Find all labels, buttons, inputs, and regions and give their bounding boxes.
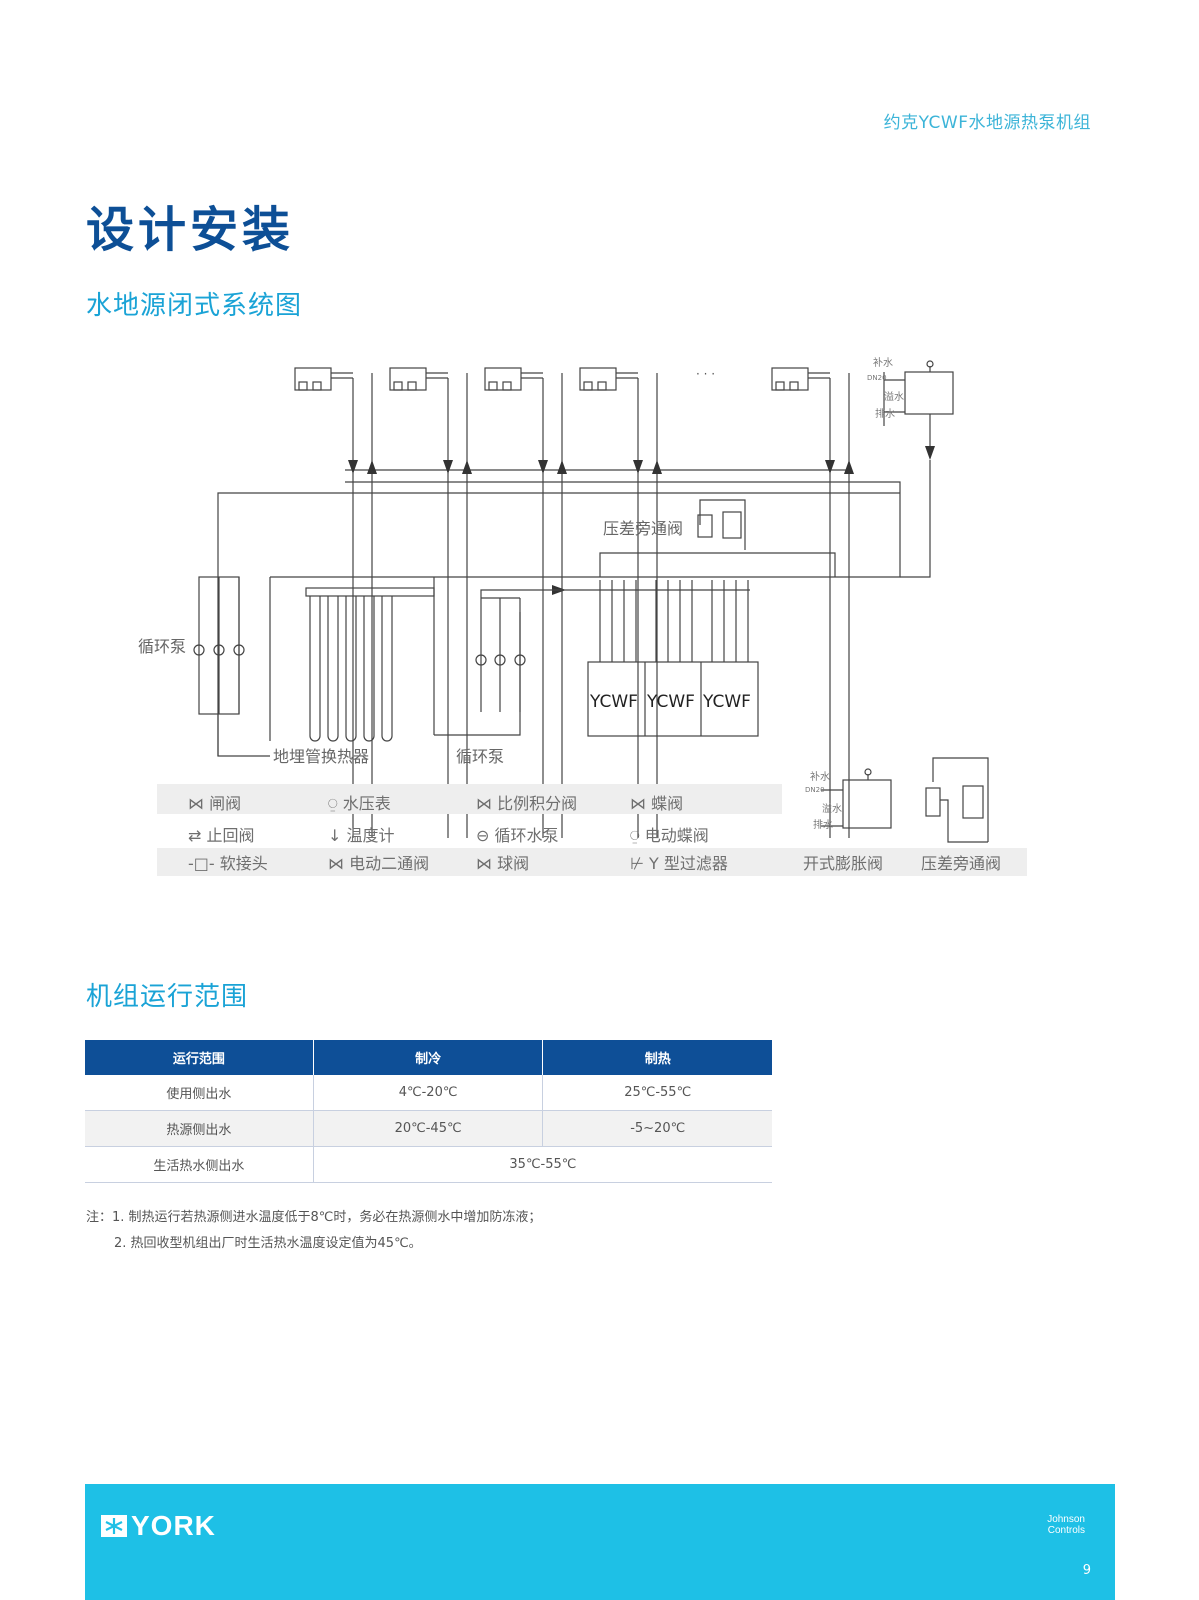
legend-pressure-gauge: ⍜ 水压表 bbox=[328, 794, 391, 813]
page-number: 9 bbox=[1082, 1563, 1091, 1578]
y-strainer-icon: ⊬ bbox=[630, 854, 650, 873]
legend-proportional-valve: ⋈ 比例积分阀 bbox=[476, 794, 578, 813]
ground-heat-exchanger bbox=[305, 577, 521, 742]
table-header-cell: 制热 bbox=[542, 1040, 772, 1075]
table-header-row: 运行范围 制冷 制热 bbox=[85, 1040, 772, 1075]
table-header-cell: 运行范围 bbox=[85, 1040, 314, 1075]
table-cell: 4℃-20℃ bbox=[313, 1075, 544, 1111]
bypass-valve-label: 压差旁通阀 bbox=[603, 519, 683, 538]
table-row: 热源侧出水 20℃-45℃ -5~20℃ bbox=[85, 1110, 772, 1147]
johnson-controls-logo: Johnson Controls bbox=[1047, 1514, 1085, 1536]
document-title: 约克YCWF水地源热泵机组 bbox=[883, 113, 1091, 133]
circulating-pump-icon: ⊖ bbox=[476, 826, 495, 845]
legend-makeup-label: 补水 bbox=[810, 770, 830, 783]
section-title-operating-range: 机组运行范围 bbox=[86, 982, 249, 1012]
legend-bypass-valve-icon bbox=[925, 757, 989, 843]
table-cell: 生活热水侧出水 bbox=[85, 1146, 314, 1183]
differential-bypass-valve bbox=[599, 499, 836, 577]
tank-dn20-label: DN20 bbox=[867, 374, 887, 382]
terminal-units bbox=[294, 367, 850, 838]
tank-overflow-label: 溢水 bbox=[884, 390, 904, 403]
notes: 注：1. 制热运行若热源侧进水温度低于8℃时，务必在热源侧水中增加防冻液； 2.… bbox=[86, 1205, 541, 1257]
legend-butterfly-valve: ⋈ 蝶阀 bbox=[630, 794, 684, 813]
gate-valve-icon: ⋈ bbox=[188, 794, 210, 813]
legend-row-1-bg bbox=[157, 784, 782, 814]
table-cell: 35℃-55℃ bbox=[313, 1146, 772, 1183]
ground-hx-label: 地埋管换热器 bbox=[273, 747, 369, 766]
note-1: 注：1. 制热运行若热源侧进水温度低于8℃时，务必在热源侧水中增加防冻液； bbox=[86, 1210, 542, 1225]
table-cell: 热源侧出水 bbox=[85, 1110, 314, 1147]
left-pump-bank bbox=[193, 576, 270, 757]
more-units-ellipsis: · · · bbox=[696, 367, 715, 381]
middle-circ-pump-label: 循环泵 bbox=[456, 747, 504, 766]
note-2: 2. 热回收型机组出厂时生活热水温度设定值为45℃。 bbox=[114, 1236, 422, 1251]
butterfly-valve-icon: ⋈ bbox=[630, 794, 652, 813]
expansion-tank bbox=[883, 360, 954, 446]
proportional-integral-valve-icon: ⋈ bbox=[476, 794, 498, 813]
ycwf-unit-3-label: YCWF bbox=[702, 692, 751, 712]
main-pipes bbox=[217, 460, 931, 756]
table-row: 生活热水侧出水 35℃-55℃ bbox=[85, 1146, 772, 1183]
legend-electric-butterfly-valve: ⍜ 电动蝶阀 bbox=[630, 826, 709, 845]
electric-two-way-valve-icon: ⋈ bbox=[328, 854, 350, 873]
legend-drain-label: 排水 bbox=[813, 818, 833, 831]
legend: ⋈ 闸阀 ⍜ 水压表 ⋈ 比例积分阀 ⋈ 蝶阀 ⇄ 止回阀 ↓ 温度计 ⊖ 循环… bbox=[158, 784, 1030, 876]
section-title-system-diagram: 水地源闭式系统图 bbox=[86, 291, 303, 321]
page-title: 设计安装 bbox=[86, 202, 295, 258]
legend-dn20-label: DN20 bbox=[805, 786, 825, 794]
legend-open-expansion-label: 开式膨胀阀 bbox=[803, 854, 884, 873]
york-snowflake-icon bbox=[101, 1515, 127, 1537]
left-circ-pump-label: 循环泵 bbox=[138, 637, 186, 656]
tank-drain-label: 排水 bbox=[875, 407, 895, 420]
flexible-joint-icon: -□- bbox=[188, 854, 220, 873]
check-valve-icon: ⇄ bbox=[188, 826, 207, 845]
ball-valve-icon: ⋈ bbox=[476, 854, 498, 873]
legend-y-strainer: ⊬ Y 型过滤器 bbox=[630, 854, 728, 873]
table-cell: 20℃-45℃ bbox=[313, 1110, 544, 1147]
legend-expansion-tank-icon bbox=[821, 768, 892, 829]
closed-loop-system-diagram: · · · 补水 DN20 溢水 排水 压差旁通阀 循环泵 bbox=[138, 356, 1027, 876]
table-header-cell: 制冷 bbox=[313, 1040, 544, 1075]
electric-butterfly-valve-icon: ⍜ bbox=[630, 826, 645, 845]
legend-circulating-pump: ⊖ 循环水泵 bbox=[476, 826, 559, 845]
middle-pump-bank bbox=[475, 589, 750, 712]
table-cell: 25℃-55℃ bbox=[542, 1075, 772, 1111]
legend-overflow-label: 溢水 bbox=[822, 802, 842, 815]
ycwf-unit-1-label: YCWF bbox=[589, 692, 638, 712]
legend-row-3-bg bbox=[157, 848, 1027, 876]
legend-flexible-joint: -□- 软接头 bbox=[188, 854, 268, 873]
ycwf-units bbox=[587, 580, 759, 737]
tank-makeup-label: 补水 bbox=[873, 356, 893, 369]
thermometer-icon: ↓ bbox=[328, 826, 347, 845]
york-logo: YORK bbox=[101, 1510, 216, 1542]
legend-check-valve: ⇄ 止回阀 bbox=[188, 826, 255, 845]
legend-gate-valve: ⋈ 闸阀 bbox=[188, 794, 242, 813]
legend-electric-two-way-valve: ⋈ 电动二通阀 bbox=[328, 854, 430, 873]
table-row: 使用侧出水 4℃-20℃ 25℃-55℃ bbox=[85, 1075, 772, 1111]
ycwf-unit-2-label: YCWF bbox=[646, 692, 695, 712]
legend-thermometer: ↓ 温度计 bbox=[328, 826, 395, 845]
table-cell: 使用侧出水 bbox=[85, 1075, 314, 1111]
pressure-gauge-icon: ⍜ bbox=[328, 794, 343, 813]
table-cell: -5~20℃ bbox=[542, 1110, 772, 1147]
operating-range-table: 运行范围 制冷 制热 使用侧出水 4℃-20℃ 25℃-55℃ 热源侧出水 20… bbox=[85, 1040, 772, 1183]
legend-bypass-label: 压差旁通阀 bbox=[921, 854, 1002, 873]
legend-ball-valve: ⋈ 球阀 bbox=[476, 854, 530, 873]
footer: YORK Johnson Controls 9 bbox=[85, 1484, 1115, 1600]
